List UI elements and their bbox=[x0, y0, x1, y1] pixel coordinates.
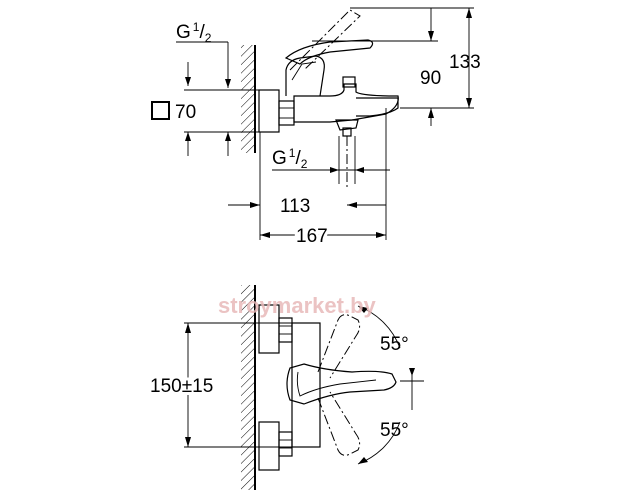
wall-hatch-top bbox=[241, 45, 255, 153]
square-70-label: 70 bbox=[175, 102, 196, 123]
mixer-body-front bbox=[291, 322, 321, 448]
dim-150-label: 150±15 bbox=[150, 376, 213, 397]
lever-raised-outline bbox=[289, 9, 361, 71]
cartridge bbox=[285, 55, 325, 97]
escutcheon bbox=[258, 89, 280, 133]
dim-113-label: 113 bbox=[280, 196, 310, 217]
eccentric-nut bbox=[278, 100, 295, 126]
spout bbox=[356, 97, 399, 117]
wall-hatch-bottom bbox=[241, 285, 255, 490]
lever-rotated-down bbox=[317, 391, 361, 456]
dim-167-label: 167 bbox=[296, 226, 328, 247]
lever-front bbox=[286, 363, 397, 405]
square-symbol bbox=[151, 101, 170, 120]
upper-nut bbox=[278, 317, 293, 343]
dim-133-label: 133 bbox=[449, 52, 481, 73]
angle-bottom-label: 55° bbox=[380, 420, 409, 441]
dim-90-label: 90 bbox=[420, 68, 441, 89]
bath-outlet bbox=[335, 119, 359, 131]
front-view: 55° 55° 150±15 stroymarket.by bbox=[147, 285, 424, 490]
angle-top-label: 55° bbox=[380, 334, 409, 355]
diverter-knob bbox=[342, 76, 356, 88]
lower-nut bbox=[278, 431, 293, 457]
watermark: stroymarket.by bbox=[218, 293, 377, 318]
lever-rotated-up bbox=[317, 314, 361, 379]
lever bbox=[284, 39, 374, 65]
mixer-body bbox=[293, 83, 399, 123]
lower-escutcheon bbox=[258, 421, 280, 471]
